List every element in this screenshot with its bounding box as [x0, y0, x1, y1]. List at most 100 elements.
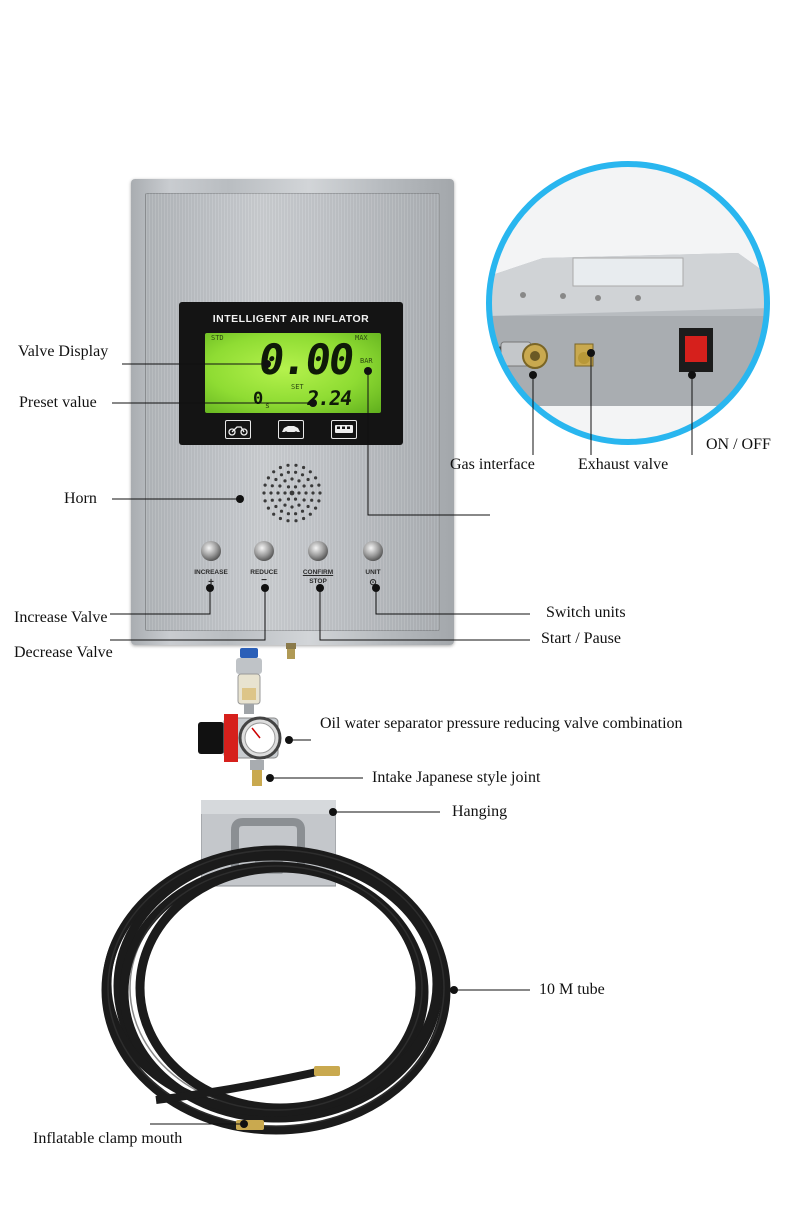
grille-hole	[290, 477, 294, 481]
lcd-title: INTELLIGENT AIR INFLATOR	[212, 313, 370, 325]
grille-hole	[314, 476, 318, 480]
stop-button-sublabel: STOP	[309, 578, 327, 585]
grille-hole	[278, 516, 282, 521]
grille-hole	[311, 491, 315, 495]
grille-hole	[294, 512, 298, 516]
grille-hole	[274, 477, 278, 482]
grille-hole	[278, 484, 282, 488]
grille-hole	[317, 499, 321, 503]
grille-hole	[266, 506, 270, 510]
grille-hole	[302, 498, 306, 502]
grille-hole	[266, 476, 270, 480]
grille-hole	[318, 491, 322, 495]
grille-hole	[283, 503, 287, 507]
callout-exhaust-valve: Exhaust valve	[578, 456, 669, 473]
minus-icon: −	[261, 575, 267, 586]
grille-hole	[308, 512, 312, 516]
lcd-time-unit: s	[265, 401, 270, 410]
lcd-std-label: STD	[211, 334, 224, 342]
grille-hole	[279, 473, 284, 477]
motorcycle-mode-icon	[225, 420, 251, 439]
grille-hole	[263, 499, 267, 503]
callout-oil-water-separator: Oil water separator pressure reducing va…	[320, 715, 683, 732]
lcd-screen: STD MAX BAR SET 0.00 0 s 2.24	[205, 333, 381, 413]
bus-mode-icon	[331, 420, 357, 439]
grille-hole	[286, 485, 291, 489]
increase-button[interactable]	[201, 541, 221, 561]
grille-hole	[270, 484, 274, 488]
callout-tube: 10 M tube	[539, 981, 605, 998]
car-mode-icon	[278, 420, 304, 439]
grille-hole	[269, 491, 273, 495]
grille-hole	[289, 490, 295, 496]
callout-gas-interface: Gas interface	[450, 456, 535, 473]
callout-start-pause: Start / Pause	[541, 630, 621, 647]
grille-hole	[272, 470, 276, 474]
grille-hole	[308, 470, 312, 474]
grille-hole	[270, 498, 274, 502]
grille-hole	[302, 516, 306, 521]
plus-icon: +	[208, 577, 214, 588]
grille-hole	[317, 483, 321, 487]
grille-hole	[304, 491, 308, 495]
callout-valve-display: Valve Display	[18, 343, 109, 360]
grille-hole	[286, 519, 290, 523]
callout-on-off: ON / OFF	[706, 436, 771, 453]
grille-hole	[293, 485, 298, 489]
lcd-max-label: MAX	[355, 334, 368, 342]
increase-button-label: INCREASE	[194, 569, 228, 576]
grille-hole	[297, 479, 301, 483]
grille-hole	[276, 491, 280, 495]
grille-hole	[310, 484, 314, 488]
grille-hole	[310, 498, 314, 502]
grille-hole	[293, 497, 298, 501]
grille-hole	[279, 509, 284, 513]
inflator-device: INTELLIGENT AIR INFLATOR STD MAX BAR SET…	[131, 179, 454, 645]
confirm-button-label: CONFIRM	[302, 569, 334, 576]
grille-hole	[283, 479, 287, 483]
callout-hanging: Hanging	[452, 803, 508, 820]
reduce-button-label: REDUCE	[250, 569, 278, 576]
confirm-button[interactable]	[308, 541, 328, 561]
lcd-set-label: SET	[291, 383, 304, 391]
unit-icon: ⊙	[369, 577, 377, 587]
lcd-unit-label: BAR	[360, 357, 373, 365]
grille-hole	[290, 505, 294, 509]
callout-decrease-valve: Decrease Valve	[14, 644, 113, 661]
grille-hole	[286, 512, 290, 516]
callout-intake-joint: Intake Japanese style joint	[372, 769, 541, 786]
grille-hole	[302, 484, 306, 488]
grille-hole	[300, 509, 305, 513]
coiled-air-hose	[101, 845, 451, 1135]
callout-clamp-mouth: Inflatable clamp mouth	[33, 1130, 183, 1147]
unit-button[interactable]	[363, 541, 383, 561]
grille-hole	[278, 465, 282, 470]
lcd-time-value: 0	[253, 389, 264, 409]
grille-hole	[286, 497, 291, 501]
grille-hole	[274, 504, 278, 509]
unit-button-label: UNIT	[365, 569, 381, 576]
outlet-nipple	[286, 643, 296, 659]
oil-water-separator-regulator	[198, 648, 282, 786]
grille-hole	[306, 504, 310, 509]
callout-increase-valve: Increase Valve	[14, 609, 108, 626]
grille-hole	[278, 498, 282, 502]
grille-hole	[297, 491, 301, 495]
grille-hole	[272, 512, 276, 516]
grille-hole	[263, 483, 267, 487]
reduce-button[interactable]	[254, 541, 274, 561]
grille-hole	[300, 473, 305, 477]
grille-hole	[314, 506, 318, 510]
grille-hole	[294, 470, 298, 474]
horn-speaker-grille	[262, 463, 322, 523]
callout-horn: Horn	[64, 490, 97, 507]
grille-hole	[286, 463, 290, 467]
grille-hole	[286, 470, 290, 474]
grille-hole	[262, 491, 266, 495]
grille-hole	[294, 519, 298, 523]
grille-hole	[306, 477, 310, 482]
callout-switch-units: Switch units	[546, 604, 626, 621]
callout-preset-value: Preset value	[19, 394, 97, 411]
